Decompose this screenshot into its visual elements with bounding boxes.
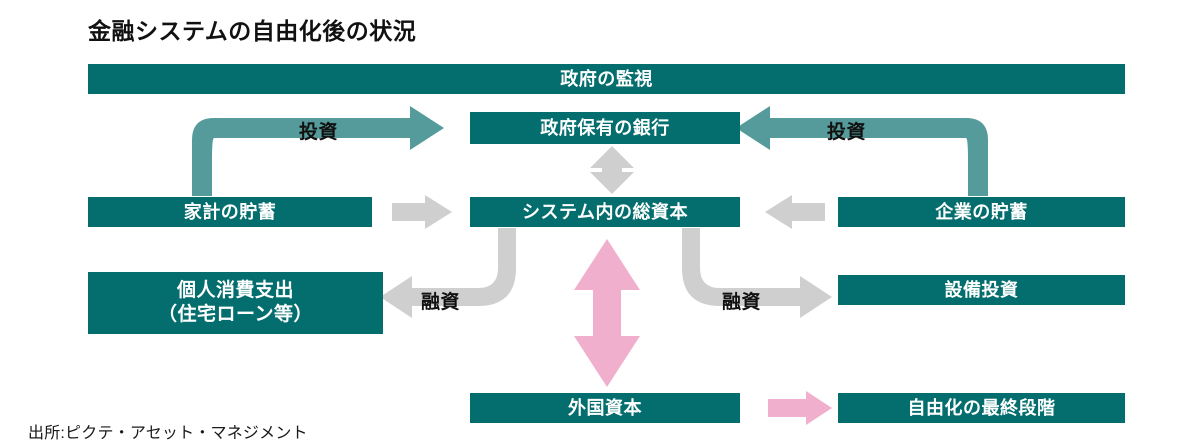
source-note: 出所:ピクテ・アセット・マネジメント [28,425,308,442]
box-final-liberalization[interactable]: 自由化の最終段階 [838,393,1125,423]
box-corporate-savings-label: 企業の貯蓄 [935,201,1028,222]
box-consumer-spending[interactable]: 個人消費支出 （住宅ローン等） [88,272,383,334]
box-state-owned-bank[interactable]: 政府保有の銀行 [470,112,740,144]
box-consumer-spending-label-line1: 個人消費支出 [176,279,294,301]
box-household-savings[interactable]: 家計の貯蓄 [88,197,372,227]
page-title: 金融システムの自由化後の状況 [88,18,417,44]
box-total-capital-label: システム内の総資本 [522,201,688,222]
household-to-capital-arrow [392,195,452,229]
foreign-to-final-arrow [768,391,832,425]
corporate-to-capital-arrow [765,195,825,229]
label-loan-right: 融資 [722,292,762,313]
label-investment-left: 投資 [299,122,339,143]
box-corporate-savings[interactable]: 企業の貯蓄 [838,197,1125,227]
label-loan-left: 融資 [421,292,461,313]
box-government-oversight-label: 政府の監視 [560,68,653,89]
box-foreign-capital[interactable]: 外国資本 [470,393,740,423]
box-capital-investment-label: 設備投資 [944,279,1019,300]
label-investment-right: 投資 [827,122,867,143]
box-total-capital[interactable]: システム内の総資本 [470,197,740,227]
bank-capital-double-arrow [590,146,634,194]
box-consumer-spending-label-line2: （住宅ローン等） [157,304,314,325]
box-capital-investment[interactable]: 設備投資 [838,275,1125,305]
box-government-oversight[interactable]: 政府の監視 [88,64,1125,94]
capital-foreign-double-arrow [574,239,640,387]
box-foreign-capital-label: 外国資本 [568,397,642,418]
box-final-liberalization-label: 自由化の最終段階 [907,397,1056,418]
box-household-savings-label: 家計の貯蓄 [183,201,277,222]
box-state-owned-bank-label: 政府保有の銀行 [540,117,670,138]
